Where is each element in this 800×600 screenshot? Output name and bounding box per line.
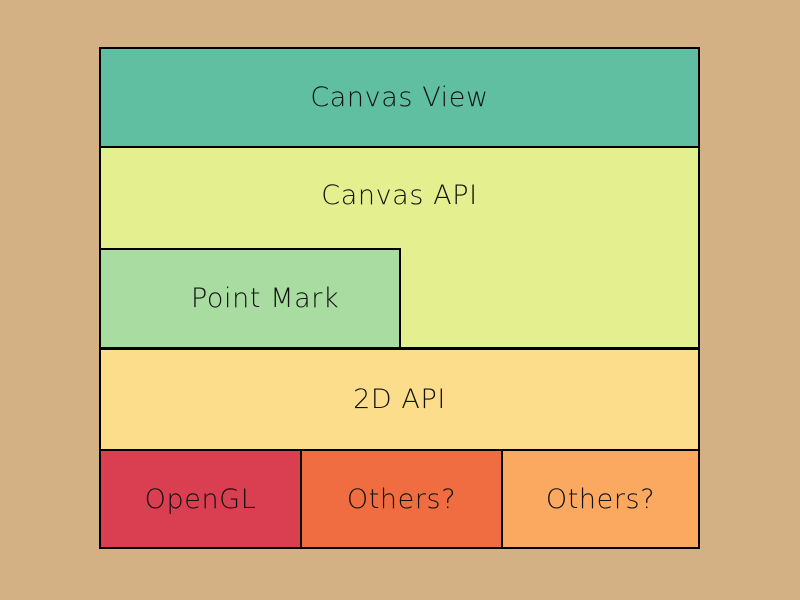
layer-box-opengl[interactable]: OpenGL bbox=[99, 449, 302, 549]
layer-label-others-1: Others? bbox=[346, 483, 457, 515]
layer-label-canvas-api: Canvas API bbox=[321, 180, 478, 211]
layer-label-opengl: OpenGL bbox=[144, 483, 257, 515]
layer-box-2d-api[interactable]: 2D API bbox=[99, 348, 700, 451]
layer-box-others-2[interactable]: Others? bbox=[501, 449, 700, 549]
layer-label-others-2: Others? bbox=[545, 483, 656, 515]
layer-label-2d-api: 2D API bbox=[353, 384, 446, 415]
layer-label-point-mark: Point Mark bbox=[191, 283, 340, 314]
layer-box-canvas-view[interactable]: Canvas View bbox=[99, 47, 700, 148]
architecture-diagram: Canvas View Canvas API Point Mark 2D API… bbox=[99, 47, 700, 549]
layer-box-point-mark[interactable]: Point Mark bbox=[99, 248, 401, 349]
layer-box-others-1[interactable]: Others? bbox=[300, 449, 503, 549]
layer-label-canvas-view: Canvas View bbox=[310, 82, 489, 113]
